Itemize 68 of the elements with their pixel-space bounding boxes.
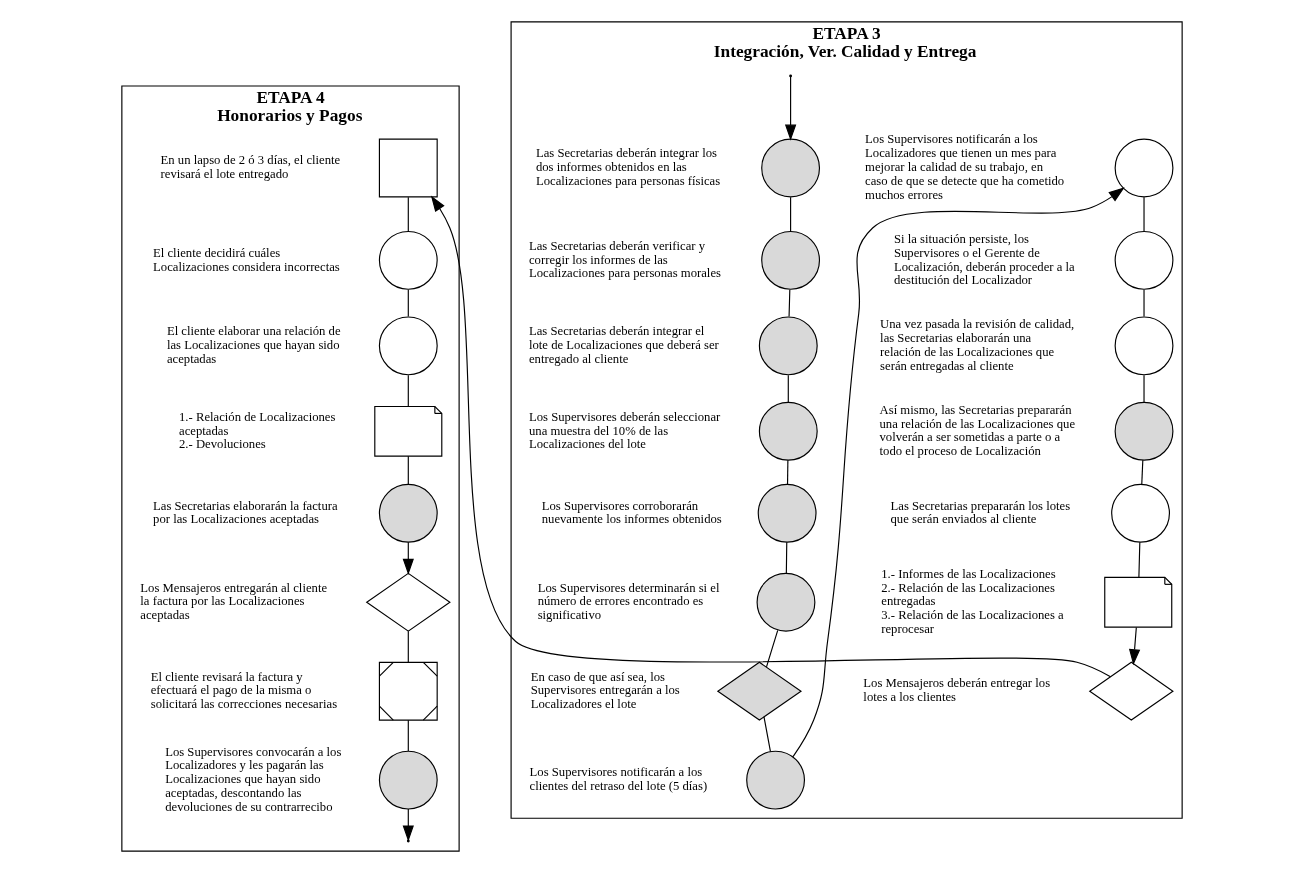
node-circle bbox=[378, 483, 438, 543]
arrow bbox=[1128, 626, 1141, 666]
arrow bbox=[784, 76, 797, 141]
node-label: Si la situación persiste, los Supervisores o el Gerente de Localización, deberán proceder a la destitución del Localizador bbox=[893, 231, 1075, 288]
node-circle bbox=[378, 750, 438, 810]
node-diamond bbox=[365, 572, 451, 632]
node-label: En caso de que así sea, los Supervisores entregarán a los Localizadores el lote bbox=[530, 669, 680, 712]
arrow bbox=[430, 195, 1112, 678]
node-label: Así mismo, las Secretarias prepararán una relación de las Localizaciones que volverán a ser sometidas a parte o a todo el proceso de Localización bbox=[879, 402, 1076, 459]
node-label: 2.- Devoluciones bbox=[179, 437, 266, 452]
node-label: Una vez pasada la revisión de calidad, las Secretarias elaborarán una relación de las Localizaciones que serán entregadas al cliente bbox=[880, 317, 1075, 373]
node-circle bbox=[758, 316, 818, 376]
connector bbox=[790, 196, 792, 232]
node-diamond bbox=[1088, 661, 1174, 721]
node-label: El cliente elaborar una relación de las Localizaciones que hayan sido aceptadas bbox=[166, 324, 341, 366]
node-label: Los Supervisores convocarán a los Localizadores y les pagarán las Localizaciones que hayan sido aceptadas, descontando las devoluciones de su contrarrecibo bbox=[165, 744, 342, 815]
node-diamond bbox=[716, 661, 802, 721]
connector bbox=[407, 196, 409, 232]
connector bbox=[1143, 289, 1145, 318]
node-circle bbox=[756, 572, 816, 632]
node-circle bbox=[746, 750, 806, 810]
connector bbox=[407, 374, 409, 408]
node-circle bbox=[1114, 401, 1174, 461]
node-circle bbox=[1114, 316, 1174, 376]
node-label: Las Secretarias prepararán los lotes que serán enviados al cliente bbox=[890, 498, 1071, 527]
node-circle bbox=[761, 138, 821, 198]
node-label: 1.- Informes de las Localizaciones bbox=[881, 566, 1056, 581]
node-label: 1.- Relación de Localizaciones aceptadas bbox=[179, 409, 336, 438]
node-label: Los Mensajeros deberán entregar los lotes a los clientes bbox=[863, 676, 1051, 705]
connector bbox=[786, 459, 789, 485]
node-circle bbox=[761, 230, 821, 290]
node-circle bbox=[1111, 483, 1170, 543]
node-label: Los Mensajeros entregarán al cliente la factura por las Localizaciones aceptadas bbox=[140, 580, 328, 623]
connector bbox=[787, 374, 789, 403]
connector bbox=[407, 455, 409, 485]
connector bbox=[1138, 541, 1141, 578]
connector bbox=[407, 630, 409, 663]
connector bbox=[1143, 374, 1145, 403]
node-label: El cliente revisará la factura y efectuará el pago de la misma o solicitará las correcciones necesarias bbox=[150, 669, 338, 712]
connector bbox=[765, 629, 779, 668]
node-label: Las Secretarias deberán integrar el lote de Localizaciones que deberá ser entregado al cliente bbox=[528, 324, 719, 366]
node-label: 3.- Relación de las Localizaciones a reprocesar bbox=[881, 608, 1064, 637]
node-label: Los Supervisores notificarán a los Localizadores que tienen un mes para mejorar la calidad de su trabajo, en caso de que se detecte que ha cometido muchos errores bbox=[865, 132, 1065, 202]
node-label: El cliente decidirá cuáles Localizaciones considera incorrectas bbox=[153, 245, 340, 274]
node-label: Los Supervisores determinarán si el número de errores encontrado es significativo bbox=[537, 580, 720, 623]
node-label: Los Supervisores corroborarán nuevamente los informes obtenidos bbox=[541, 498, 722, 527]
node-circle bbox=[1114, 230, 1174, 290]
connector bbox=[1141, 459, 1144, 485]
node-label: Los Supervisores notificarán a los clientes del retraso del lote (5 días) bbox=[529, 765, 708, 794]
node-label: Las Secretarias deberán verificar y corregir los informes de las Localizaciones para personas morales bbox=[528, 238, 721, 281]
node-label: Los Supervisores deberán seleccionar una muestra del 10% de las Localizaciones del lote bbox=[528, 409, 721, 452]
node-label: En un lapso de 2 ó 3 días, el cliente revisará el lote entregado bbox=[160, 153, 341, 182]
node-circle bbox=[378, 230, 438, 290]
node-circle bbox=[1114, 138, 1174, 198]
node-circle bbox=[758, 401, 818, 461]
connector bbox=[407, 719, 409, 752]
connector bbox=[407, 289, 409, 318]
node-circle bbox=[378, 316, 438, 376]
connector bbox=[785, 541, 788, 574]
node-box bbox=[378, 138, 438, 198]
connector bbox=[763, 716, 772, 753]
arrow bbox=[792, 187, 1125, 758]
node-label: Las Secretarias elaborarán la factura por las Localizaciones aceptadas bbox=[153, 498, 338, 527]
connector bbox=[788, 289, 791, 318]
node-label: Las Secretarias deberán integrar los dos informes obtenidos en las Localizaciones para personas físicas bbox=[535, 146, 721, 189]
node-label: 2.- Relación de las Localizaciones entregadas bbox=[881, 580, 1055, 609]
connector bbox=[1143, 196, 1145, 232]
node-circle bbox=[757, 483, 817, 543]
